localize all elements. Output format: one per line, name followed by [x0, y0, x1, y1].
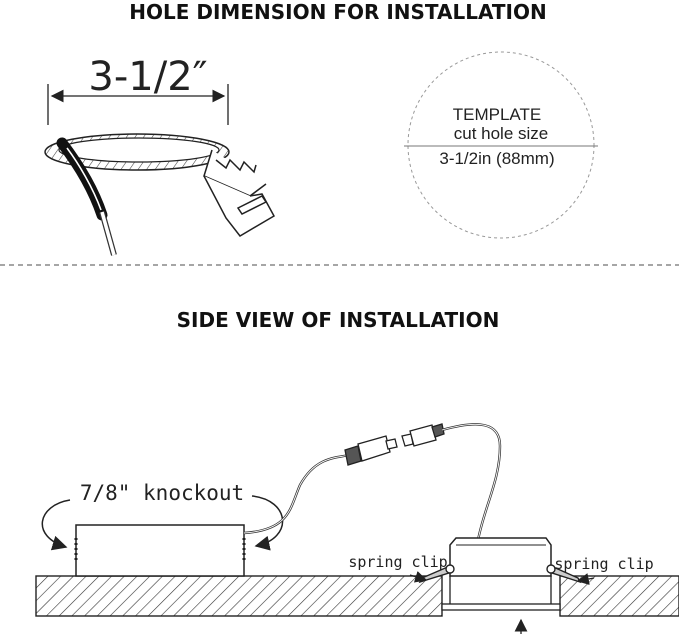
knockout-label: 7/8" knockout: [80, 481, 244, 505]
fixture-cable: [441, 423, 502, 541]
side-view-title: SIDE VIEW OF INSTALLATION: [177, 308, 500, 332]
template-title: TEMPLATE: [453, 105, 541, 124]
spring-clip-arrow-left: [409, 571, 428, 583]
spring-clip-label-left: spring clip: [348, 553, 447, 571]
template-size: 3-1/2in (88mm): [439, 149, 554, 168]
template-subtitle: cut hole size: [454, 124, 549, 143]
ceiling-slab: [35, 575, 679, 617]
spring-clip-arrow-right: [576, 573, 595, 585]
light-fixture: [441, 537, 561, 611]
template-circle: [404, 51, 598, 239]
spring-clip-label-right: spring clip: [554, 555, 653, 573]
spring-clip-illustration: [203, 149, 276, 237]
dimension-label: 3-1/2″: [88, 54, 207, 100]
hole-dimension-title: HOLE DIMENSION FOR INSTALLATION: [129, 0, 546, 24]
dimension-line: [47, 84, 229, 125]
junction-box: [75, 524, 245, 577]
ceiling-hole-illustration: [44, 133, 230, 171]
cable-illustration: [56, 137, 117, 256]
junction-cable: [243, 453, 351, 535]
cable-connector: [344, 423, 445, 466]
